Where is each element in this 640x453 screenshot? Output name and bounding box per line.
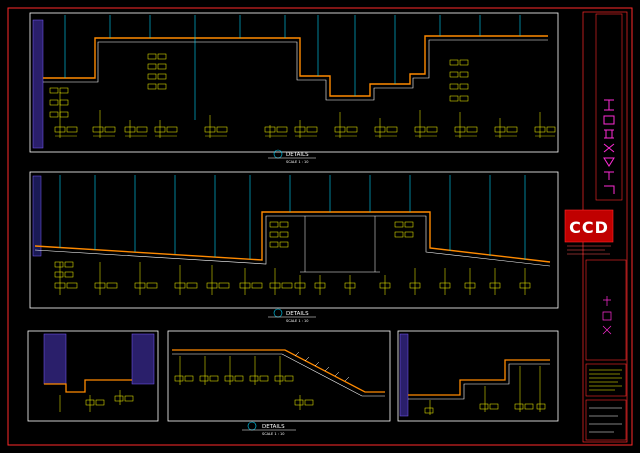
leader-lines	[179, 356, 301, 410]
interior-verticals	[300, 216, 380, 273]
drawing-number-box	[585, 399, 627, 441]
panel-frame	[167, 330, 391, 422]
logo-subtext	[567, 245, 611, 255]
notes-lines	[589, 369, 622, 391]
section-scale: SCALE 1 : 10	[286, 160, 308, 164]
ceiling-profile-inner	[43, 39, 548, 101]
ceiling-profile-inner	[408, 363, 550, 400]
ceiling-profile-inner	[34, 215, 551, 267]
section-title: DETAILS	[286, 152, 309, 158]
detail-panel-bottom-left[interactable]	[27, 330, 159, 422]
drawing-number-lines	[589, 407, 622, 433]
leader-lines	[59, 390, 121, 412]
leader-lines	[59, 262, 526, 295]
wall-hatch	[131, 333, 155, 385]
wall-hatch	[399, 333, 409, 417]
wall-hatch	[32, 19, 44, 149]
annotation-cluster	[54, 221, 414, 278]
vertical-title-strokes	[603, 99, 615, 194]
material-tags	[54, 282, 531, 289]
detail-panel-middle[interactable]: DETAILS SCALE 1 : 10	[29, 171, 559, 323]
vertical-title-box	[595, 13, 623, 201]
sheet-border	[7, 7, 633, 446]
info-box	[585, 259, 627, 361]
material-tags	[174, 375, 314, 406]
stair-ticks	[294, 351, 350, 382]
ceiling-profile-inner	[172, 353, 385, 397]
panel-frame	[27, 330, 159, 422]
material-tags	[85, 395, 134, 406]
section-label: DETAILS SCALE 1 : 10	[268, 308, 316, 323]
hanger-rods	[64, 15, 521, 120]
section-label: DETAILS SCALE 1 : 10	[268, 149, 316, 164]
material-tags	[54, 126, 556, 133]
section-label: DETAILS SCALE 1 : 10	[242, 421, 296, 436]
wall-hatch	[43, 333, 67, 385]
company-logo-box	[564, 209, 614, 243]
notes-box	[585, 363, 627, 397]
panel-frame	[29, 171, 559, 309]
material-tags	[424, 403, 546, 414]
annotation-cluster	[49, 53, 469, 118]
ceiling-profile	[44, 379, 132, 393]
ceiling-profile	[408, 359, 550, 396]
section-title: DETAILS	[262, 424, 285, 430]
wall-hatch	[32, 175, 42, 257]
company-logo: CCD	[569, 218, 609, 237]
section-title: DETAILS	[286, 311, 309, 317]
detail-panel-bottom-right[interactable]	[397, 330, 559, 422]
detail-panel-bottom-center[interactable]: DETAILS SCALE 1 : 10	[167, 330, 391, 436]
panel-frame	[397, 330, 559, 422]
info-box-glyphs	[602, 296, 612, 335]
section-scale: SCALE 1 : 10	[262, 432, 284, 436]
section-scale: SCALE 1 : 10	[286, 319, 308, 323]
detail-panel-top[interactable]: DETAILS SCALE 1 : 10	[29, 12, 559, 164]
leader-lines	[429, 366, 541, 415]
title-block: CCD	[564, 11, 628, 443]
panel-frame	[29, 12, 559, 153]
hanger-rods	[59, 175, 526, 260]
ceiling-profile	[172, 349, 385, 393]
ceiling-profile	[43, 35, 548, 97]
